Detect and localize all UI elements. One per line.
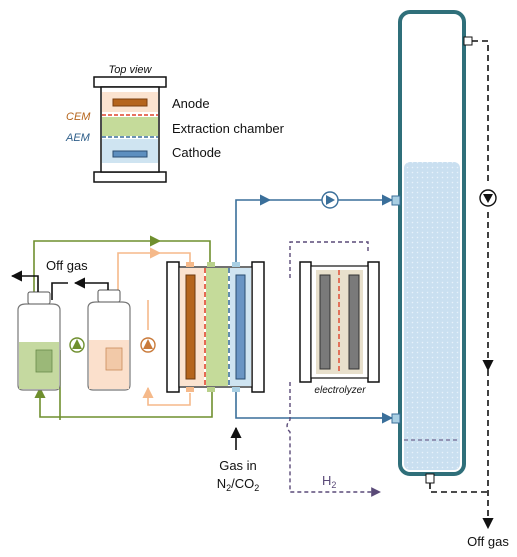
cathode-loop	[235, 194, 400, 424]
recirculation-pump-icon	[479, 189, 497, 207]
aem-label: AEM	[65, 132, 91, 144]
gas-in-label-1: Gas in	[219, 458, 257, 473]
cathode-electrode	[235, 274, 246, 380]
h2-label: H2	[322, 473, 336, 490]
cathode-pump-icon	[321, 191, 339, 209]
inset-top-plate	[93, 76, 167, 88]
bubble-column	[391, 10, 473, 484]
off-gas-right-label: Off gas	[467, 534, 509, 549]
gas-in-label-2: N2/CO2	[217, 476, 260, 493]
inset-anode-electrode	[112, 98, 148, 107]
anode-electrode	[185, 274, 196, 380]
anode-supply-line	[117, 247, 162, 310]
inset-extraction-chamber	[102, 117, 158, 136]
anode-supply-line-b	[160, 252, 191, 262]
electrolyzer	[289, 241, 380, 383]
h2-line	[286, 382, 381, 497]
anode-pump-icon	[140, 337, 156, 353]
bes-cell	[166, 261, 265, 393]
off-gas-left-label: Off gas	[46, 258, 88, 273]
cathode-outlet-line	[235, 194, 272, 262]
right-off-gas-line	[429, 40, 494, 530]
top-view-title: Top view	[108, 64, 152, 76]
left-off-gas	[10, 270, 109, 300]
cem-label: CEM	[66, 111, 91, 123]
cathode-label: Cathode	[172, 145, 221, 160]
anode-return-line	[142, 386, 191, 406]
electrolyzer-top-line	[289, 241, 369, 278]
extraction-pump-icon	[69, 337, 85, 353]
extraction-chamber	[206, 268, 228, 386]
column-liquid	[404, 162, 460, 470]
electrolyzer-label: electrolyzer	[314, 385, 366, 396]
extraction-supply-line-b	[160, 240, 211, 262]
extraction-supply-line	[33, 235, 162, 312]
extraction-chamber-label: Extraction chamber	[172, 121, 285, 136]
extraction-bottle	[17, 291, 61, 391]
inset-cathode-electrode	[112, 150, 148, 158]
anode-label: Anode	[172, 96, 210, 111]
top-view-inset: Top view CEM AEM Anode Extraction chambe…	[65, 64, 285, 183]
extraction-return-line	[34, 386, 213, 418]
inset-bottom-plate	[93, 171, 167, 183]
anode-bottle	[87, 289, 131, 391]
